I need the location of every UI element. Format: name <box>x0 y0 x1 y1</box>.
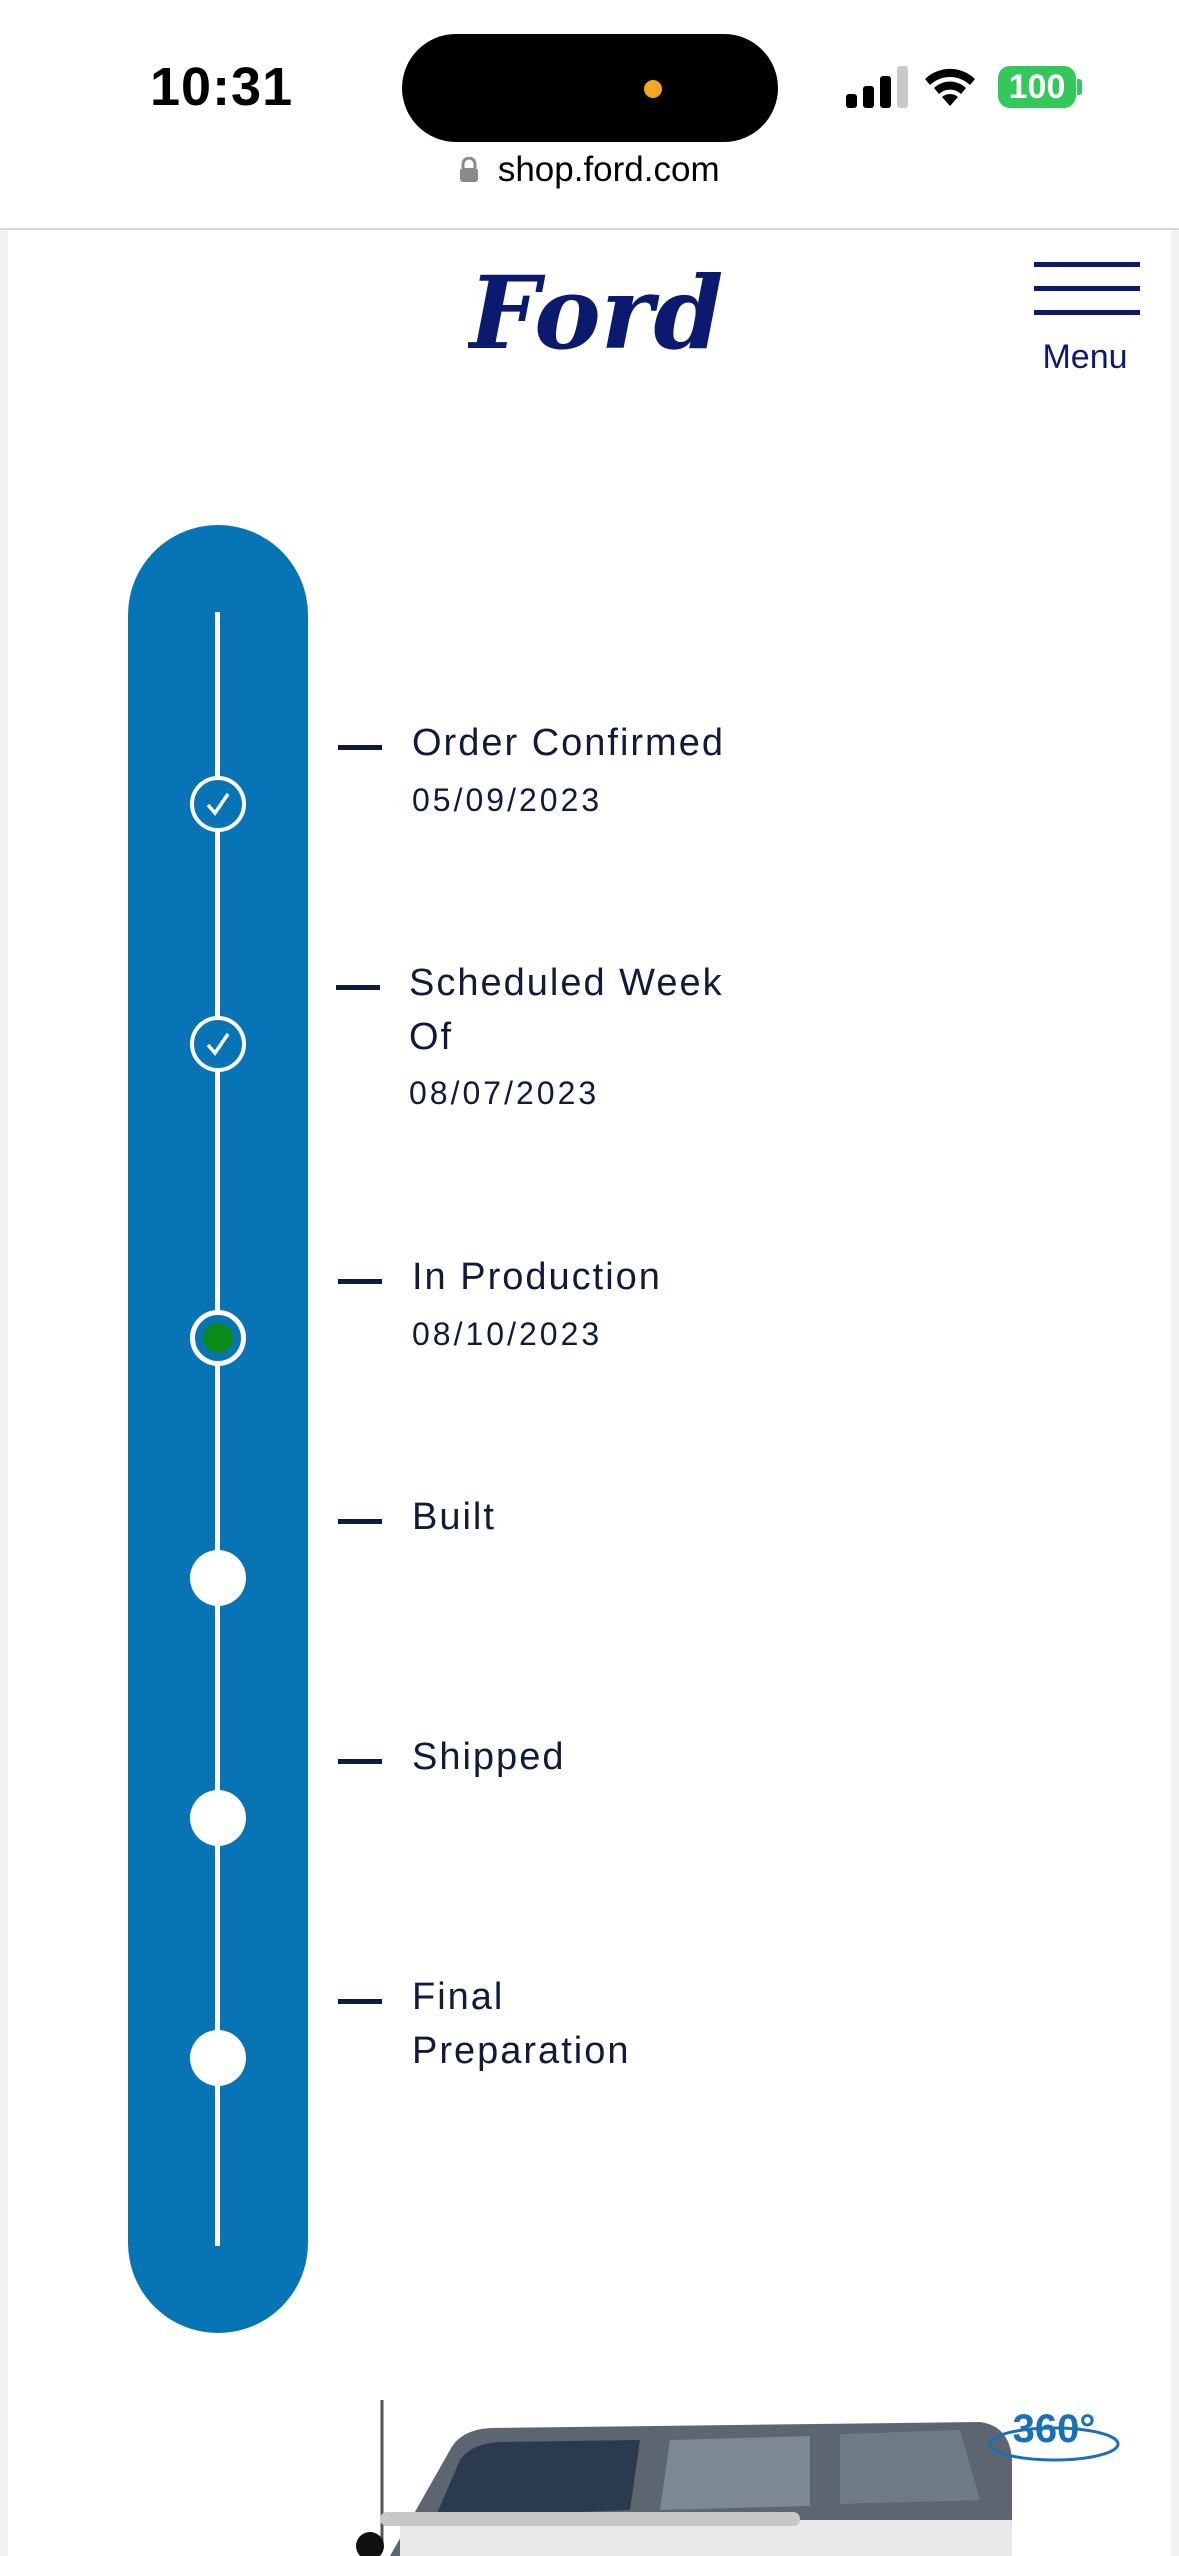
step-date: 05/09/2023 <box>412 782 603 818</box>
step-date: 08/10/2023 <box>412 1316 603 1352</box>
menu-label: Menu <box>1042 338 1128 376</box>
vehicle-image[interactable] <box>340 2400 1020 2556</box>
browser-scroll-indicator <box>380 2512 800 2526</box>
step-dash <box>338 1999 382 2004</box>
step-dash <box>338 1759 382 1764</box>
dynamic-island <box>402 34 778 142</box>
step-pending-indicator <box>190 2030 246 2086</box>
url-text: shop.ford.com <box>497 150 720 189</box>
tracker-line <box>215 612 220 2246</box>
step-label: In Production <box>412 1256 662 1298</box>
step-dash <box>336 985 380 990</box>
step-label: Built <box>412 1496 496 1538</box>
step-label: Shipped <box>412 1736 566 1778</box>
battery-nub <box>1077 79 1082 95</box>
step-pending-indicator <box>190 1790 246 1846</box>
page-edge-left <box>0 230 8 2556</box>
step-label: Scheduled Week Of <box>409 962 724 1058</box>
status-time: 10:31 <box>150 57 294 117</box>
menu-icon-line <box>1034 286 1140 291</box>
svg-text:Ford: Ford <box>468 256 723 368</box>
battery-indicator: 100 <box>998 66 1076 108</box>
step-label: Order Confirmed <box>412 722 725 764</box>
menu-icon-line <box>1034 262 1140 267</box>
wifi-icon <box>925 68 975 106</box>
menu-button[interactable]: Menu <box>1020 258 1150 378</box>
step-complete-check-icon <box>190 776 246 832</box>
step-label: Final Preparation <box>412 1976 631 2072</box>
step-dash <box>338 745 382 750</box>
address-bar-divider <box>0 228 1179 230</box>
cellular-signal-icon <box>846 66 908 108</box>
step-complete-check-icon <box>190 1016 246 1072</box>
view-360-icon[interactable]: 360° <box>984 2404 1124 2474</box>
step-dash <box>338 1279 382 1284</box>
page-edge-right <box>1171 230 1179 2556</box>
step-dash <box>338 1519 382 1524</box>
step-date: 08/07/2023 <box>409 1075 600 1111</box>
privacy-indicator-dot <box>644 80 662 98</box>
step-current-indicator <box>190 1310 246 1366</box>
svg-text:360°: 360° <box>1013 2407 1096 2451</box>
address-bar[interactable]: shop.ford.com <box>0 150 1179 222</box>
menu-icon-line <box>1034 310 1140 315</box>
step-pending-indicator <box>190 1550 246 1606</box>
ford-logo[interactable]: Ford <box>468 256 724 368</box>
lock-icon <box>459 156 479 183</box>
